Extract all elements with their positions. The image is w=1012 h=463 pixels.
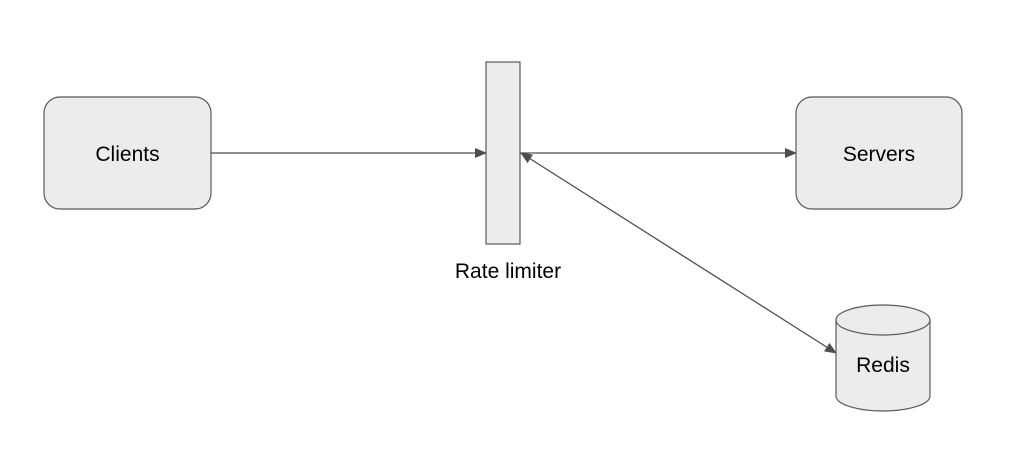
rate-limiter-node: Rate limiter [455,61,561,283]
servers-label: Servers [843,143,915,166]
clients-label: Clients [95,143,159,166]
servers-node: Servers [795,96,963,210]
rate-limiter-label: Rate limiter [455,260,561,283]
database-cylinder-icon [835,304,931,412]
clients-node: Clients [43,96,212,210]
redis-database-node: Redis [835,304,931,412]
redis-label: Redis [856,354,910,377]
edge-rate-limiter-redis [520,152,837,354]
